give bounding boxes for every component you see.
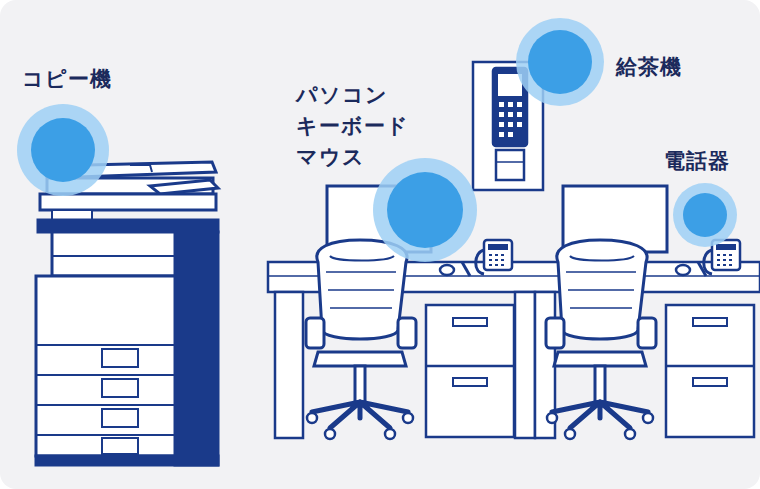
highlight-circles <box>17 18 737 262</box>
item-label: パソコン キーボード マウス <box>296 80 409 173</box>
item-label: コピー機 <box>22 64 112 95</box>
copier <box>36 162 218 465</box>
item-label: 給茶機 <box>616 52 682 83</box>
item-label: 電話器 <box>664 146 730 177</box>
